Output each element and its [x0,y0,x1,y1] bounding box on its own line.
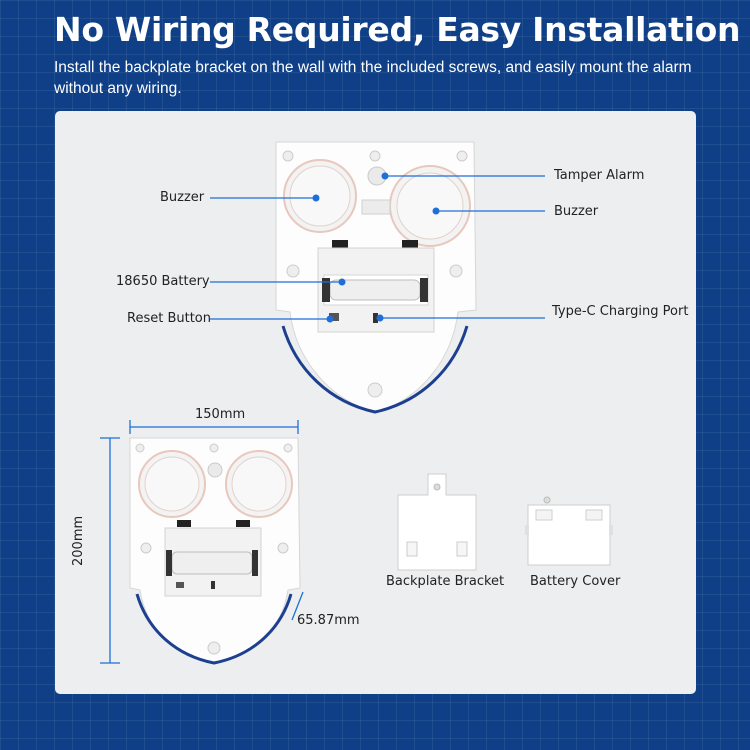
page-title: No Wiring Required, Easy Installation [54,10,741,49]
page-subtitle: Install the backplate bracket on the wal… [54,59,692,97]
reset-button-hole [329,313,339,321]
battery-label: 18650 Battery [116,274,210,289]
battery-cover [525,496,613,566]
tamper-alarm-label: Tamper Alarm [554,168,645,183]
alarm-device-front [275,141,477,414]
depth-dimension: 65.87mm [297,613,360,628]
callout-lines [210,175,545,320]
usb-c-port [373,313,378,323]
backplate-bracket [397,473,477,571]
buzzer-left-label: Buzzer [160,190,205,205]
reset-button-label: Reset Button [127,311,211,326]
callout-dots [312,172,440,323]
charging-port-label: Type-C Charging Port [552,304,689,319]
buzzer-right-label: Buzzer [554,204,599,219]
backplate-label: Backplate Bracket [386,574,505,589]
battery-cover-label: Battery Cover [530,574,621,589]
width-dimension: 150mm [195,407,246,422]
dimension-lines [100,420,304,664]
alarm-device-dimensioned [129,437,301,665]
height-dimension: 200mm [71,515,86,566]
